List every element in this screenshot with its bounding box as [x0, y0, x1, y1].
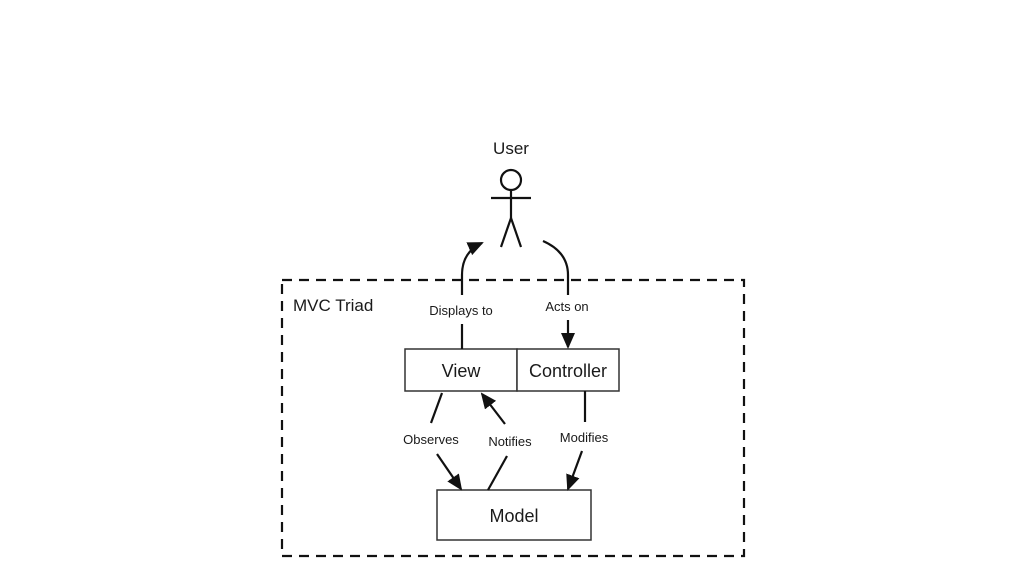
edge-modifies [566, 391, 587, 491]
acts-on-label: Acts on [545, 299, 588, 314]
user-stick-figure-icon [491, 168, 531, 248]
displays-to-label: Displays to [429, 303, 493, 318]
view-label: View [442, 361, 482, 381]
notifies-label: Notifies [488, 434, 532, 449]
view-box [404, 348, 518, 392]
mvc-triad-container [280, 278, 746, 558]
edge-displays-to [460, 241, 484, 349]
observes-label: Observes [403, 432, 459, 447]
mvc-triad-label: MVC Triad [293, 296, 373, 315]
edge-observes [429, 392, 463, 491]
edge-notifies [480, 392, 508, 491]
model-label: Model [489, 506, 538, 526]
controller-label: Controller [529, 361, 607, 381]
modifies-label: Modifies [560, 430, 609, 445]
user-label: User [493, 139, 529, 158]
edge-acts-on [542, 239, 575, 349]
model-box [436, 489, 592, 541]
controller-box [516, 348, 620, 392]
